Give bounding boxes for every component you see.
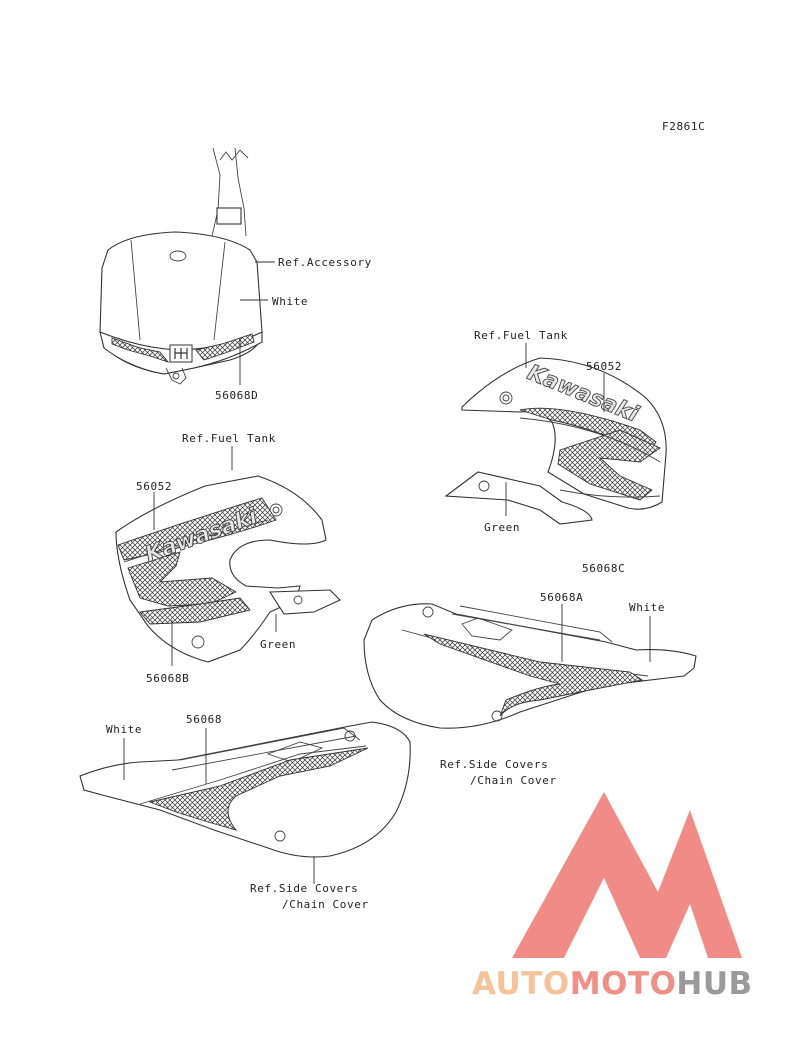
- label-56068: 56068: [186, 713, 222, 726]
- label-56068C: 56068C: [582, 562, 625, 575]
- watermark-moto: MOTO: [570, 966, 677, 1002]
- label-chain-cover-left: /Chain Cover: [282, 898, 369, 911]
- label-green-right: Green: [484, 521, 520, 534]
- automotohub-logo: [512, 792, 742, 958]
- svg-text:AUTOMOTOHUB: AUTOMOTOHUB: [472, 966, 753, 1002]
- watermark-auto: AUTO: [472, 966, 570, 1002]
- label-green-left: Green: [260, 638, 296, 651]
- label-ref-side-covers-left: Ref.Side Covers: [250, 882, 358, 895]
- watermark-hub: HUB: [676, 966, 752, 1002]
- left-radiator-shroud: Kawasaki: [115, 475, 341, 663]
- label-56052-left: 56052: [136, 480, 172, 493]
- front-number-plate: [99, 147, 263, 385]
- label-white-left-cover: White: [106, 723, 142, 736]
- label-56068B: 56068B: [146, 672, 189, 685]
- label-chain-cover-right: /Chain Cover: [470, 774, 557, 787]
- label-ref-fuel-tank-left: Ref.Fuel Tank: [182, 432, 276, 445]
- label-white-plate: White: [272, 295, 308, 308]
- left-side-cover: [79, 721, 411, 858]
- label-56052-right: 56052: [586, 360, 622, 373]
- label-ref-fuel-tank-right: Ref.Fuel Tank: [474, 329, 568, 342]
- right-side-cover: [363, 603, 697, 729]
- figure-code: F2861C: [662, 120, 705, 133]
- label-56068A: 56068A: [540, 591, 583, 604]
- label-ref-side-covers-right: Ref.Side Covers: [440, 758, 548, 771]
- label-56068D: 56068D: [215, 389, 258, 402]
- label-ref-accessory: Ref.Accessory: [278, 256, 372, 269]
- right-radiator-shroud: Kawasaki: [444, 357, 667, 525]
- label-white-right-cover: White: [629, 601, 665, 614]
